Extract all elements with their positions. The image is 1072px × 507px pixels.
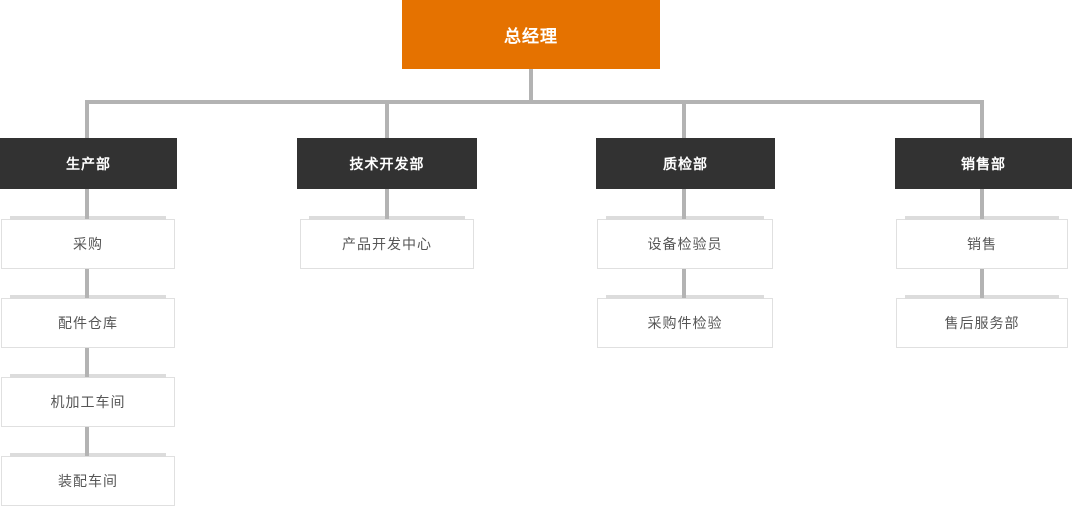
connector-stub-sales-1 [980, 189, 984, 219]
connector-stub-qc-2 [682, 269, 686, 298]
node-dept-quality-inspection: 质检部 [596, 138, 775, 189]
node-leaf-equipment-inspector: 设备检验员 [597, 216, 773, 269]
node-leaf-machining-workshop: 机加工车间 [1, 374, 175, 427]
node-dept-sales: 销售部 [895, 138, 1072, 189]
node-dept-tech-development: 技术开发部 [297, 138, 477, 189]
node-leaf-after-sales-service: 售后服务部 [896, 295, 1068, 348]
connector-stub-production-3 [85, 348, 89, 377]
connector-root-stem [529, 69, 533, 100]
node-dept-production: 生产部 [0, 138, 177, 189]
node-leaf-product-development-center: 产品开发中心 [300, 216, 474, 269]
connector-stub-qc-1 [682, 189, 686, 219]
connector-stub-sales-2 [980, 269, 984, 298]
node-leaf-assembly-workshop: 装配车间 [1, 453, 175, 506]
connector-stub-production-1 [85, 189, 89, 219]
connector-stub-tech-1 [385, 189, 389, 219]
node-leaf-procurement: 采购 [1, 216, 175, 269]
connector-drop-production [85, 104, 89, 138]
connector-stub-production-2 [85, 269, 89, 298]
connector-drop-tech [385, 104, 389, 138]
connector-stub-production-4 [85, 427, 89, 456]
node-general-manager: 总经理 [402, 0, 660, 69]
node-leaf-sales: 销售 [896, 216, 1068, 269]
connector-drop-qc [682, 104, 686, 138]
connector-level1-rail [85, 100, 984, 104]
node-leaf-purchased-parts-inspection: 采购件检验 [597, 295, 773, 348]
connector-drop-sales [980, 104, 984, 138]
node-leaf-parts-warehouse: 配件仓库 [1, 295, 175, 348]
